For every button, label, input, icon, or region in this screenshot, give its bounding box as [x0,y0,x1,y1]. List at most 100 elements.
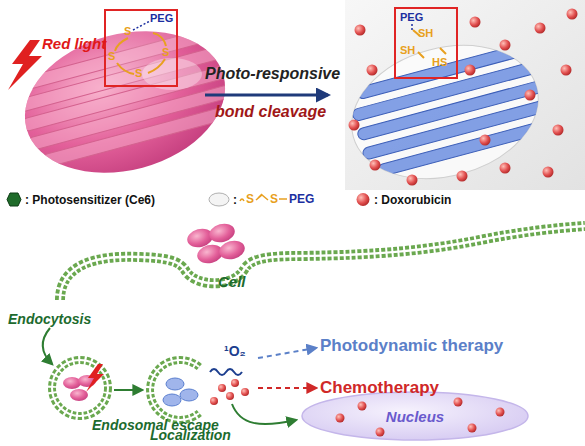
atom-label: S [124,26,131,37]
therapy-arrows [258,348,316,358]
escape-arrow [114,389,142,391]
nanoparticle-released [500,40,511,51]
endocytosis-arrow [43,328,52,364]
legend-ellipse [209,193,229,206]
atom-label: S [135,68,142,79]
nanoparticle-loaded [9,10,241,194]
broken-endosome [150,360,199,420]
nanoparticle-released [457,171,468,182]
legend-entry: : [208,192,237,207]
cell-membrane [60,226,585,300]
nanoparticle-released [395,8,457,78]
atom-label: S [162,47,169,58]
step-label: Localization [150,428,231,442]
process-label: bond cleavage [215,104,326,120]
nanoparticle-released [480,135,491,146]
nanoparticle-released [337,26,554,199]
nanoparticle-released [411,24,413,30]
endosome [52,360,108,416]
legend-dot [357,193,370,206]
cell-membrane [60,226,585,300]
nanoparticle-released [470,17,481,28]
zoom-inset [133,21,150,30]
legend-hexagon [7,193,21,206]
cell-label: Cell [218,274,246,289]
endosome [86,364,104,392]
nucleus-label: Nucleus [386,409,444,424]
nanoparticle-loaded [9,10,241,194]
nanoparticle-released [535,23,546,34]
zoom-inset [105,10,177,86]
localization-arrow [232,404,296,424]
process-arrow [205,95,328,96]
nanoparticle-released [346,42,553,180]
nanoparticle-released [407,175,418,186]
therapy-label: Photodynamic therapy [320,337,503,354]
broken-endosome [163,378,198,406]
legend-dot [355,192,371,207]
atom-label: S [108,51,115,62]
broken-endosome [166,378,184,390]
nanoparticle-released [370,160,381,171]
chemical-label: PEG [289,193,314,205]
atom-label: S [246,193,254,205]
broken-endosome [226,392,234,400]
broken-endosome [163,394,181,406]
process-arrow [205,94,328,97]
nanoparticle-released [567,9,578,20]
legend-label: : Doxorubicin [374,194,451,206]
nanoparticle-released [465,65,476,76]
nanoparticle-released [367,65,378,76]
therapy-label: Chemotherapy [320,379,439,396]
therapy-arrows [258,348,316,388]
broken-endosome [210,397,218,405]
broken-endosome [218,384,226,392]
nanoparticle-cluster [217,238,247,262]
legend-hexagon [6,192,22,207]
nanoparticle-released [337,0,585,198]
process-label: Photo-responsive [205,66,340,82]
legend-entry: : Photosensitizer (Ce6) [6,192,155,207]
broken-endosome [180,389,198,401]
legend-ellipse [208,192,230,207]
nanoparticle-released [355,25,366,36]
nanoparticle-cluster [185,221,247,266]
nanoparticle-released [346,42,553,180]
broken-endosome [150,360,249,420]
nanoparticle-released [543,167,554,178]
endosome [70,389,88,401]
atom-label: S [270,193,278,205]
cell-membrane [60,226,585,300]
localization-arrow [232,404,296,424]
atom-label: SH [418,28,433,39]
light-label: Red light [42,36,106,51]
broken-endosome [231,379,239,387]
nanoparticle-released [500,163,511,174]
endosome [52,360,108,416]
endosome [63,375,96,401]
chemical-label: PEG [400,12,423,23]
legend-entry: : Doxorubicin [355,192,451,207]
chemical-label: PEG [150,13,173,24]
nucleus-ellipse: Nucleus [300,390,530,442]
species-label: ¹O₂ [224,344,246,358]
nanoparticle-released [553,125,564,136]
nanoparticle-released [377,122,544,178]
atom-label: SH [400,45,415,56]
endosome [63,377,81,389]
broken-endosome [150,360,199,420]
nanoparticle-released [349,9,578,186]
therapy-arrows [258,387,316,389]
atom-label: HS [432,57,447,68]
nanoparticle-released [525,90,536,101]
nanoparticle-loaded [41,106,228,168]
zoom-inset [105,10,177,86]
broken-endosome [210,379,249,405]
broken-endosome [210,369,242,375]
nanoparticle-released [561,65,572,76]
nanoparticle-released [349,120,360,131]
nucleus-outline [302,392,528,440]
escape-arrow [114,390,142,391]
step-label: Endocytosis [8,312,91,326]
